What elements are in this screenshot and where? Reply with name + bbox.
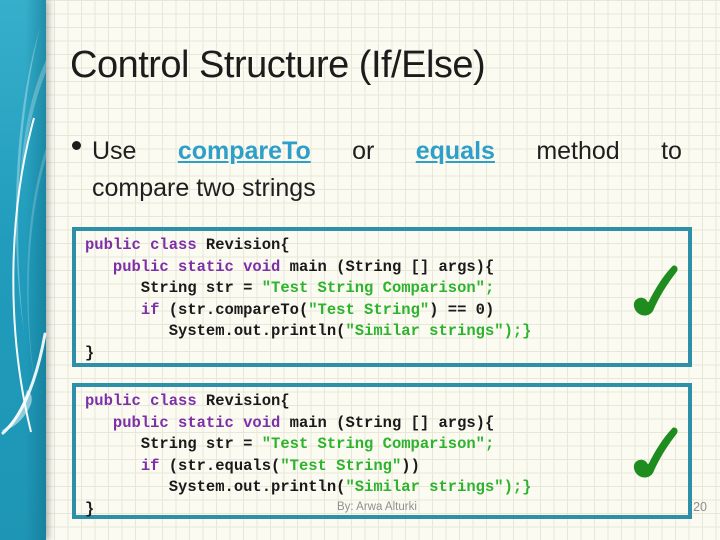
slide-design-sidebar bbox=[0, 0, 47, 540]
bullet-marker bbox=[72, 141, 81, 150]
code-box-compareto: public class Revision{ public static voi… bbox=[72, 227, 692, 367]
bullet-word-use: Use bbox=[92, 137, 137, 165]
code-line: String str = "Test String Comparison"; bbox=[85, 279, 495, 297]
code-line: public static void main (String [] args)… bbox=[112, 413, 495, 432]
bullet-line-2: compare two strings bbox=[92, 174, 316, 202]
code-line: public class Revision{ bbox=[85, 392, 290, 410]
equals-link[interactable]: equals bbox=[415, 137, 495, 165]
bullet-word-to: to bbox=[661, 137, 682, 165]
checkmark-icon bbox=[633, 427, 678, 478]
bullet-line-1: Use compareTo or equals method to bbox=[92, 133, 682, 170]
code-line: System.out.println("Similar strings");} bbox=[85, 478, 532, 496]
checkmark-icon bbox=[633, 265, 678, 316]
code-line: System.out.println("Similar strings");} bbox=[85, 322, 532, 340]
footer-author: By: Arwa Alturki bbox=[337, 501, 417, 513]
bullet-text: Use compareTo or equals method to compar… bbox=[92, 133, 682, 207]
code-line: public class Revision{ bbox=[85, 236, 290, 254]
code-line: public static void main (String [] args)… bbox=[112, 257, 495, 276]
bullet-word-or: or bbox=[352, 137, 375, 165]
code-line: if (str.compareTo("Test String") == 0) bbox=[140, 300, 495, 319]
compareto-link[interactable]: compareTo bbox=[177, 137, 311, 165]
code-line: } bbox=[85, 343, 95, 362]
code-line: String str = "Test String Comparison"; bbox=[85, 435, 495, 453]
code-line: if (str.equals("Test String")) bbox=[140, 456, 420, 475]
slide-title: Control Structure (If/Else) bbox=[70, 44, 486, 86]
swoosh-graphic bbox=[0, 0, 47, 540]
code-box-equals: public class Revision{ public static voi… bbox=[72, 383, 692, 519]
bullet-word-method: method bbox=[536, 137, 620, 165]
bullet-item: Use compareTo or equals method to compar… bbox=[70, 133, 682, 207]
page-number: 20 bbox=[693, 500, 707, 514]
code-line: } bbox=[85, 499, 95, 518]
